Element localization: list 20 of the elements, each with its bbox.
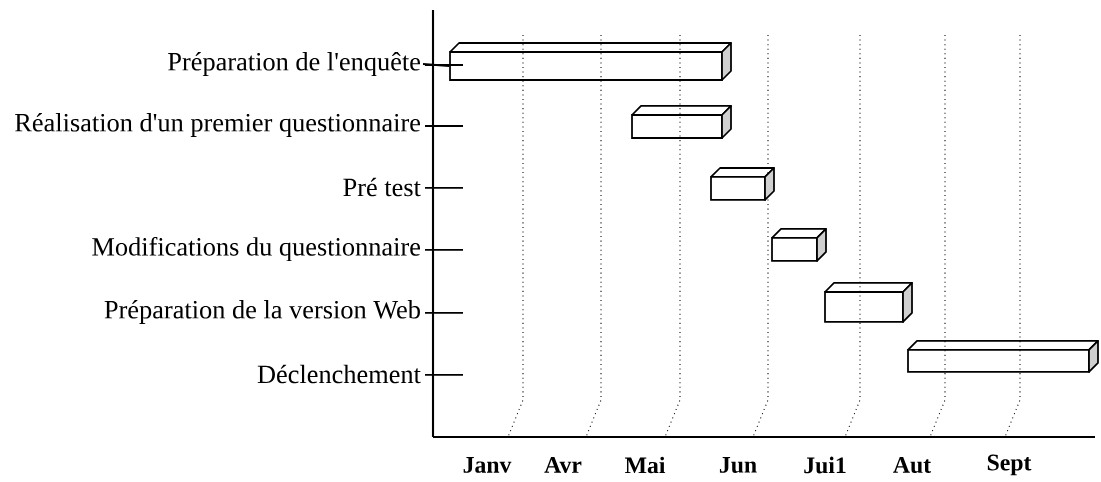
task-bar — [449, 42, 732, 81]
month-label: Janv — [463, 457, 512, 473]
task-bar — [710, 167, 775, 201]
connector-line — [422, 63, 450, 67]
task-label: Préparation de l'enquête — [168, 52, 420, 76]
task-bar — [824, 282, 913, 323]
task-label: Préparation de la version Web — [104, 300, 420, 324]
task-label: Pré test — [343, 177, 421, 197]
task-label: Déclenchement — [257, 364, 421, 384]
task-bar — [631, 105, 732, 139]
month-label: Jui1 — [804, 456, 846, 474]
task-label: Réalisation d'un premier questionnaire — [15, 113, 421, 137]
task-label: Modifications du questionnaire — [92, 236, 420, 262]
month-label: Jun — [719, 457, 757, 473]
month-label: Mai — [625, 456, 666, 474]
month-label: Aut — [893, 457, 931, 473]
month-label: Avr — [544, 457, 582, 473]
month-label: Sept — [987, 454, 1032, 476]
task-bar — [771, 228, 827, 262]
task-bar — [907, 340, 1099, 373]
